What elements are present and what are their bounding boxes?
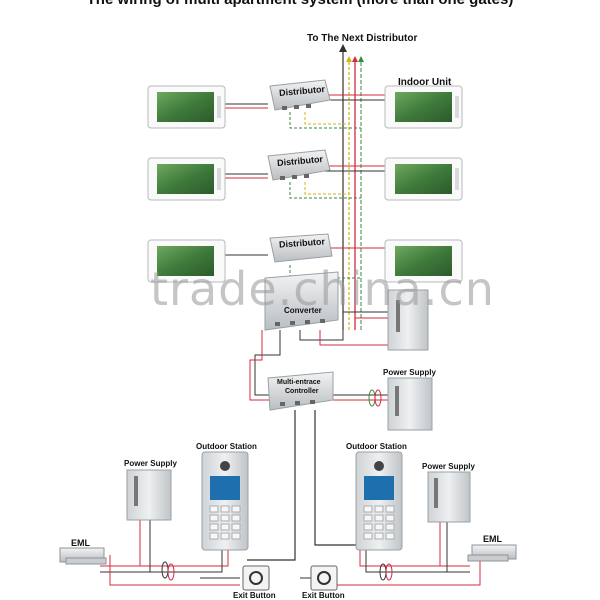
label-converter: Converter (284, 306, 322, 315)
label-power-supply-mid: Power Supply (383, 368, 436, 377)
label-power-supply-left: Power Supply (124, 459, 177, 468)
label-multi-entrance-2: Controller (285, 388, 319, 395)
label-eml-left: EML (71, 538, 90, 548)
distributor-box-2 (267, 149, 331, 181)
outdoor-station-left (201, 451, 249, 551)
lower-wiring (100, 330, 481, 586)
indoor-monitor-left-1 (147, 85, 226, 129)
floor-wiring (225, 94, 390, 346)
power-supply-right (427, 471, 471, 523)
label-eml-right: EML (483, 534, 502, 544)
exit-button-left (242, 565, 270, 591)
label-exit-button-left: Exit Button (233, 591, 276, 600)
label-next-distributor: To The Next Distributor (307, 33, 418, 44)
power-supply-top (387, 289, 429, 351)
watermark-text: trade.china.cn (150, 262, 495, 316)
label-indoor-unit: Indoor Unit (398, 77, 452, 88)
label-outdoor-station-left: Outdoor Station (196, 442, 257, 451)
eml-lock-left (59, 547, 107, 565)
exit-button-right (310, 565, 338, 591)
indoor-monitor-left-3 (147, 239, 226, 283)
indoor-monitor-right-2 (384, 157, 463, 201)
power-supply-left (126, 469, 172, 521)
converter-box (264, 271, 339, 331)
multi-entrance-controller-box (267, 371, 334, 411)
diagram-title: The wiring of multi apartment system (mo… (0, 0, 600, 8)
outdoor-station-right (355, 451, 403, 551)
indoor-monitor-right-3 (384, 239, 463, 283)
power-supply-mid (387, 377, 433, 431)
label-exit-button-right: Exit Button (302, 591, 345, 600)
riser-wires (339, 44, 364, 330)
label-outdoor-station-right: Outdoor Station (346, 442, 407, 451)
indoor-monitor-right-1 (384, 85, 463, 129)
eml-lock-right (467, 544, 517, 562)
distributor-box-1 (269, 79, 331, 111)
indoor-monitor-left-2 (147, 157, 226, 201)
label-multi-entrance-1: Multi-entrace (277, 379, 321, 386)
distributor-box-3 (269, 233, 333, 263)
label-power-supply-right: Power Supply (422, 462, 475, 471)
